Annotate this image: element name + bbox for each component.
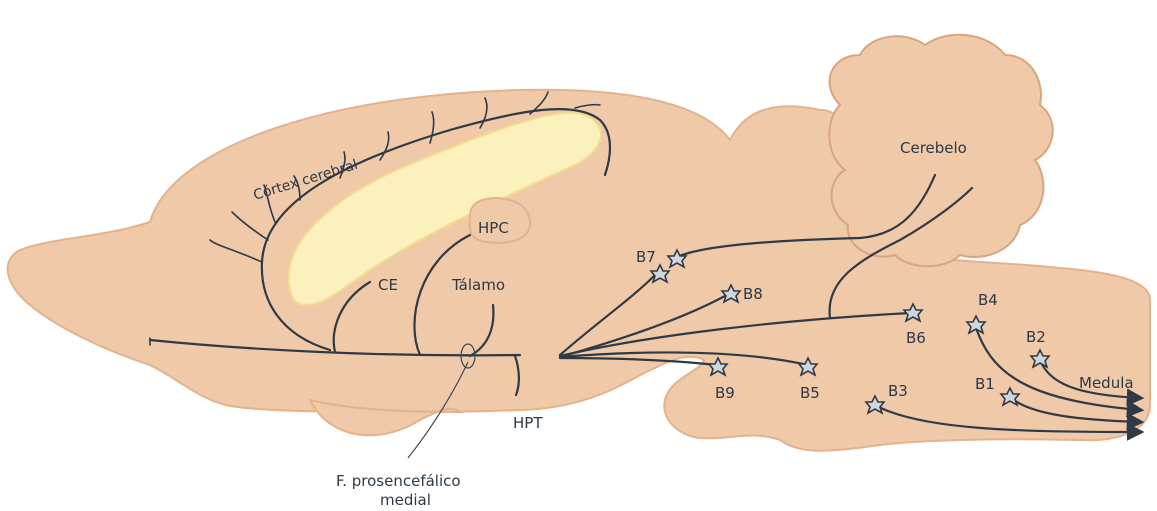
label-b9: B9 bbox=[715, 384, 735, 402]
label-ce: CE bbox=[378, 276, 398, 294]
label-b8: B8 bbox=[743, 285, 763, 303]
label-b1: B1 bbox=[975, 375, 995, 393]
label-medula: Medula bbox=[1079, 374, 1134, 392]
label-b2: B2 bbox=[1026, 328, 1046, 346]
label-forebrain-bundle-line2: medial bbox=[380, 491, 431, 509]
label-b7: B7 bbox=[636, 248, 656, 266]
label-b4: B4 bbox=[978, 291, 998, 309]
label-b3: B3 bbox=[888, 382, 908, 400]
label-cerebellum: Cerebelo bbox=[900, 139, 967, 157]
label-forebrain-bundle-line1: F. prosencefálico bbox=[336, 472, 461, 490]
label-hpc: HPC bbox=[478, 219, 509, 237]
label-thalamus: Tálamo bbox=[451, 276, 505, 294]
label-hpt: HPT bbox=[513, 414, 543, 432]
label-b5: B5 bbox=[800, 384, 820, 402]
label-b6: B6 bbox=[906, 329, 926, 347]
